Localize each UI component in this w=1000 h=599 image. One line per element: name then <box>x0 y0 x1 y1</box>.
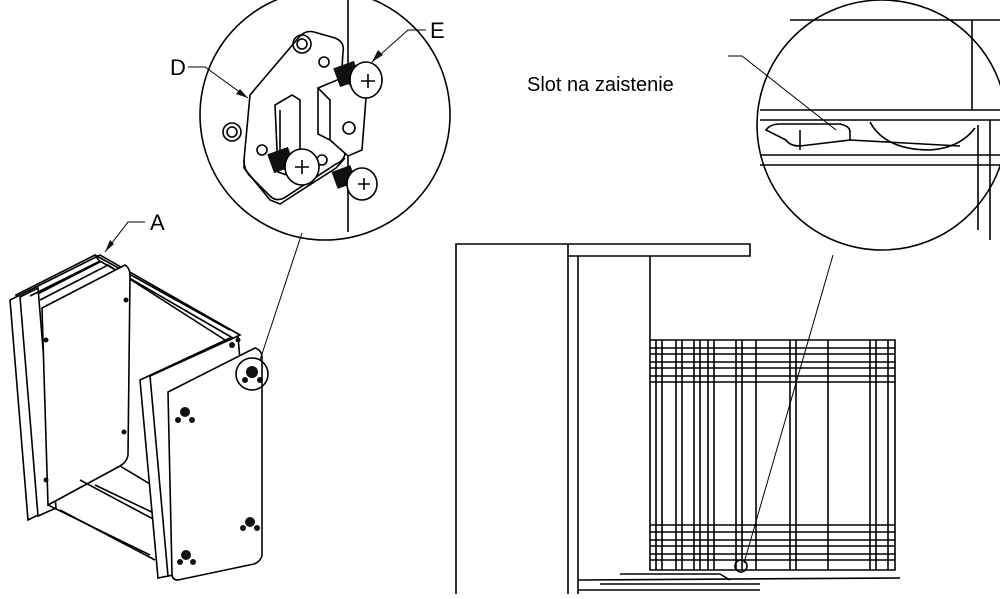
detail-magnifier-slot <box>756 0 1000 251</box>
screw-lower-left <box>267 146 320 186</box>
callout-a-label: A <box>150 210 165 235</box>
cabinet-front-view <box>455 243 901 594</box>
screw-e-upper <box>333 60 383 99</box>
callout-e-label: E <box>430 18 445 43</box>
basket-isometric-view <box>9 253 269 581</box>
detail-magnifier-bracket <box>199 0 451 361</box>
slot-callout: Slot na zaistenie <box>527 55 837 131</box>
callout-a: A <box>104 210 165 253</box>
slot-label: Slot na zaistenie <box>527 74 674 96</box>
callout-d: D <box>170 55 249 99</box>
callout-e: E <box>371 18 445 63</box>
callout-d-label: D <box>170 55 186 80</box>
screw-lower-right <box>331 165 378 201</box>
